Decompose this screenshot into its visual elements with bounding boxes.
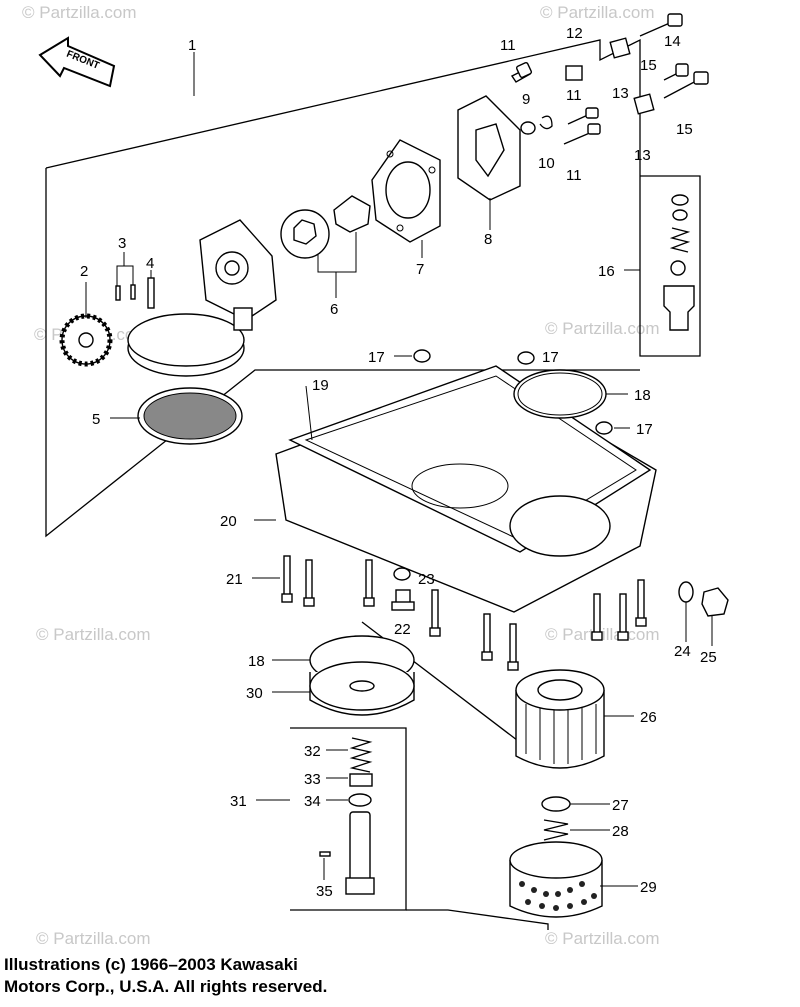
- filter-cover: [272, 635, 415, 716]
- callout-15: 15: [640, 57, 657, 74]
- callout-29: 29: [640, 879, 657, 896]
- pan-o-ring-and-seals: [394, 349, 630, 435]
- copyright-line-2: Motors Corp., U.S.A. All rights reserved…: [4, 977, 328, 996]
- callout-9: 9: [522, 91, 530, 108]
- callout-23: 23: [418, 571, 435, 588]
- callout-25: 25: [700, 649, 717, 666]
- callout-13: 13: [612, 85, 629, 102]
- callout-30: 30: [246, 685, 263, 702]
- pump-bolts: [510, 61, 601, 145]
- watermark-text: © Partzilla.com: [545, 319, 660, 338]
- callout-11: 11: [566, 87, 582, 104]
- watermark-text: © Partzilla.com: [545, 929, 660, 948]
- small-parts-9-10-12: [520, 65, 583, 135]
- callout-26: 26: [640, 709, 657, 726]
- callout-31: 31: [230, 793, 247, 810]
- filter-housing-parts: [509, 796, 638, 918]
- callout-12: 12: [566, 25, 583, 42]
- callout-16: 16: [598, 263, 615, 280]
- watermark-text: © Partzilla.com: [36, 929, 151, 948]
- callout-7: 7: [416, 261, 424, 278]
- callout-15: 15: [676, 121, 693, 138]
- pump-cover: [457, 95, 521, 230]
- callout-18: 18: [248, 653, 265, 670]
- callout-2: 2: [80, 263, 88, 280]
- oil-union-and-washer: [391, 567, 415, 611]
- callout-numbers: 1 2 3 4 5 6 7 8 9 10 11 11 11 12 13 13 1…: [80, 25, 717, 900]
- relief-valve-assembly: [624, 175, 701, 357]
- oil-pump-gear: [59, 282, 113, 367]
- callout-11: 11: [566, 167, 582, 184]
- pump-body: [199, 219, 277, 331]
- watermark-text: © Partzilla.com: [540, 3, 655, 22]
- callout-24: 24: [674, 643, 691, 660]
- callout-4: 4: [146, 255, 154, 272]
- oil-screen: [110, 387, 243, 445]
- callout-20: 20: [220, 513, 237, 530]
- callout-5: 5: [92, 411, 100, 428]
- callout-3: 3: [118, 235, 126, 252]
- watermark-text: © Partzilla.com: [22, 3, 137, 22]
- callout-6: 6: [330, 301, 338, 318]
- callout-1: 1: [188, 37, 196, 54]
- copyright-line-1: Illustrations (c) 1966–2003 Kawasaki: [4, 955, 298, 974]
- callout-34: 34: [304, 793, 321, 810]
- callout-8: 8: [484, 231, 492, 248]
- callout-27: 27: [612, 797, 629, 814]
- callout-28: 28: [612, 823, 629, 840]
- oil-filter: [515, 669, 634, 769]
- pump-rotors: [280, 195, 371, 298]
- pump-pins: [115, 252, 155, 309]
- callout-17: 17: [636, 421, 653, 438]
- collars-and-bolts: [609, 13, 709, 115]
- pump-gasket: [371, 139, 441, 258]
- callout-18: 18: [634, 387, 651, 404]
- callout-10: 10: [538, 155, 555, 172]
- watermark-text: © Partzilla.com: [36, 625, 151, 644]
- drain-plug-and-gasket: [678, 581, 729, 646]
- oil-pickup-plate: [127, 313, 245, 377]
- callout-33: 33: [304, 771, 321, 788]
- callout-14: 14: [664, 33, 681, 50]
- callout-11: 11: [500, 37, 516, 54]
- callout-21: 21: [226, 571, 243, 588]
- copyright-notice: Illustrations (c) 1966–2003 Kawasaki Mot…: [4, 954, 704, 998]
- callout-17: 17: [368, 349, 385, 366]
- callout-19: 19: [312, 377, 329, 394]
- pan-bolts: [252, 555, 647, 671]
- bypass-valve-parts: [319, 737, 375, 895]
- callout-22: 22: [394, 621, 411, 638]
- oil-pump-assembly-outline: [45, 38, 641, 538]
- callout-35: 35: [316, 883, 333, 900]
- callout-17: 17: [542, 349, 559, 366]
- callout-13: 13: [634, 147, 651, 164]
- callout-32: 32: [304, 743, 321, 760]
- front-arrow-icon: FRONT: [38, 36, 116, 88]
